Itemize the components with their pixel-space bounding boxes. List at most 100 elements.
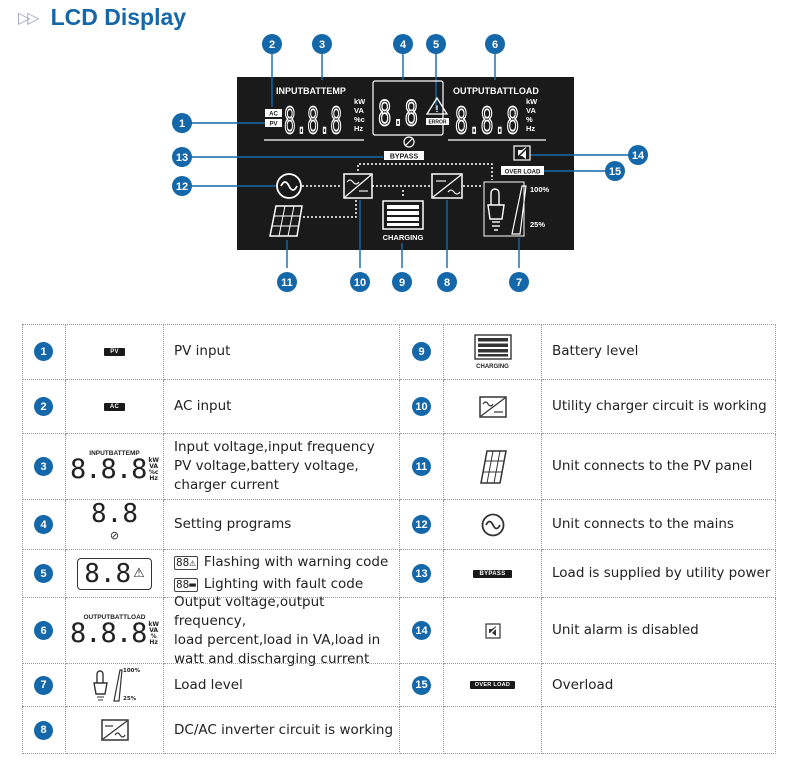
svg-text:7: 7 — [516, 277, 522, 289]
pv-panel-icon — [479, 449, 507, 484]
number-badge: 1 — [34, 342, 53, 361]
battery-icon — [382, 200, 424, 230]
number-badge: 6 — [34, 621, 53, 640]
legend-desc-cell: Load level — [164, 664, 400, 707]
legend-num-cell: 12 — [400, 500, 444, 550]
legend-desc-cell: Battery level — [542, 324, 776, 380]
number-badge: 4 — [34, 515, 53, 534]
legend-desc-cell: PV input — [164, 324, 400, 380]
legend-desc-cell: Setting programs — [164, 500, 400, 550]
legend-desc-cell: Overload — [542, 664, 776, 707]
warning-display-icon: 8.8⚠ — [77, 557, 152, 590]
callout-14: 14 — [628, 145, 648, 165]
legend-num-cell: 6 — [22, 598, 66, 664]
number-badge: 8 — [34, 720, 53, 740]
inverter-icon — [100, 719, 129, 741]
number-badge: 5 — [34, 564, 53, 583]
bypass-chip — [384, 151, 424, 160]
legend-num-cell: 14 — [400, 598, 444, 664]
setting-programs-icon: 8.8⊘ — [91, 498, 138, 542]
output-header: OUTPUTBATTLOAD — [453, 86, 539, 96]
number-badge: 2 — [34, 397, 53, 416]
legend-desc-cell: Input voltage,input frequency PV voltage… — [164, 434, 400, 500]
svg-text:VA: VA — [354, 106, 364, 115]
ac-chip — [265, 109, 282, 117]
wrench-icon — [403, 136, 415, 148]
legend-desc-cell: DC/AC inverter circuit is working — [164, 707, 400, 754]
number-badge: 14 — [412, 621, 431, 640]
svg-text:VA: VA — [526, 106, 536, 115]
callout-15: 15 — [605, 161, 625, 181]
legend-desc-cell: AC input — [164, 380, 400, 434]
pv-chip-icon: PV — [104, 347, 125, 356]
legend-icon-cell: AC — [66, 380, 164, 434]
flow-lines — [302, 163, 493, 218]
legend-empty-cell — [444, 707, 542, 754]
callout-4: 4 — [393, 34, 413, 54]
lcd-diagram: 2 3 4 5 6 1 13 12 14 15 11 10 9 8 7 INPU… — [172, 34, 648, 292]
inverter-icon — [431, 173, 463, 199]
legend-empty-cell — [400, 707, 444, 754]
svg-text:14: 14 — [632, 150, 645, 162]
callout-1: 1 — [172, 113, 192, 133]
svg-text:15: 15 — [609, 166, 621, 178]
charging-label: CHARGING — [383, 233, 424, 242]
callout-6: 6 — [485, 34, 505, 54]
legend-icon-cell — [444, 598, 542, 664]
warning-icon — [425, 96, 449, 115]
callouts: 2 3 4 5 6 1 13 12 14 15 11 10 9 8 7 — [172, 34, 648, 292]
input-digits: 8.8.8 — [284, 101, 342, 142]
svg-text:OVER LOAD: OVER LOAD — [505, 170, 541, 176]
number-badge: 9 — [412, 342, 431, 361]
svg-text:kW: kW — [526, 97, 538, 106]
legend-num-cell: 8 — [22, 707, 66, 754]
svg-text:2: 2 — [269, 39, 275, 51]
mains-icon — [481, 513, 504, 536]
legend-num-cell: 2 — [22, 380, 66, 434]
warning-desc: Flashing with warning code — [203, 554, 389, 570]
svg-text:Hz: Hz — [526, 124, 535, 133]
svg-text:Hz: Hz — [354, 124, 363, 133]
callout-13: 13 — [172, 147, 192, 167]
page-title: ▷▷ LCD Display — [18, 2, 186, 32]
legend-icon-cell — [444, 500, 542, 550]
input-header: INPUTBATTEMP — [276, 86, 346, 96]
legend-num-cell: 15 — [400, 664, 444, 707]
svg-text:PV: PV — [269, 122, 277, 128]
legend-empty-cell — [542, 707, 776, 754]
error-chip — [426, 118, 449, 125]
callout-2: 2 — [262, 34, 282, 54]
output-digits: 8.8.8 — [455, 101, 519, 142]
legend-icon-cell: 100%25% — [66, 664, 164, 707]
output-units: kW VA % Hz — [526, 97, 538, 133]
number-badge: 7 — [34, 675, 53, 695]
svg-text:!: ! — [436, 104, 439, 114]
callout-7: 7 — [509, 272, 529, 292]
svg-text:10: 10 — [354, 277, 366, 289]
legend-icon-cell: OVER LOAD — [444, 664, 542, 707]
svg-text:AC: AC — [269, 112, 278, 118]
legend-num-cell: 9 — [400, 324, 444, 380]
page-title-text: LCD Display — [50, 3, 187, 30]
charger-icon — [478, 395, 507, 418]
legend-desc-cell: Unit alarm is disabled — [542, 598, 776, 664]
battery-icon: CHARGING — [473, 333, 512, 370]
legend-desc-cell: Unit connects to the PV panel — [542, 434, 776, 500]
svg-text:%: % — [526, 115, 533, 124]
svg-text:ERROR: ERROR — [428, 120, 446, 126]
callout-11: 11 — [277, 272, 297, 292]
overload-chip — [501, 166, 544, 175]
legend-num-cell: 11 — [400, 434, 444, 500]
legend-num-cell: 1 — [22, 324, 66, 380]
load-level-bar — [511, 185, 527, 235]
charger-icon — [343, 173, 373, 199]
number-badge: 11 — [412, 457, 431, 476]
legend-num-cell: 3 — [22, 434, 66, 500]
svg-text:12: 12 — [176, 181, 188, 193]
legend-desc-cell: Load is supplied by utility power — [542, 550, 776, 598]
